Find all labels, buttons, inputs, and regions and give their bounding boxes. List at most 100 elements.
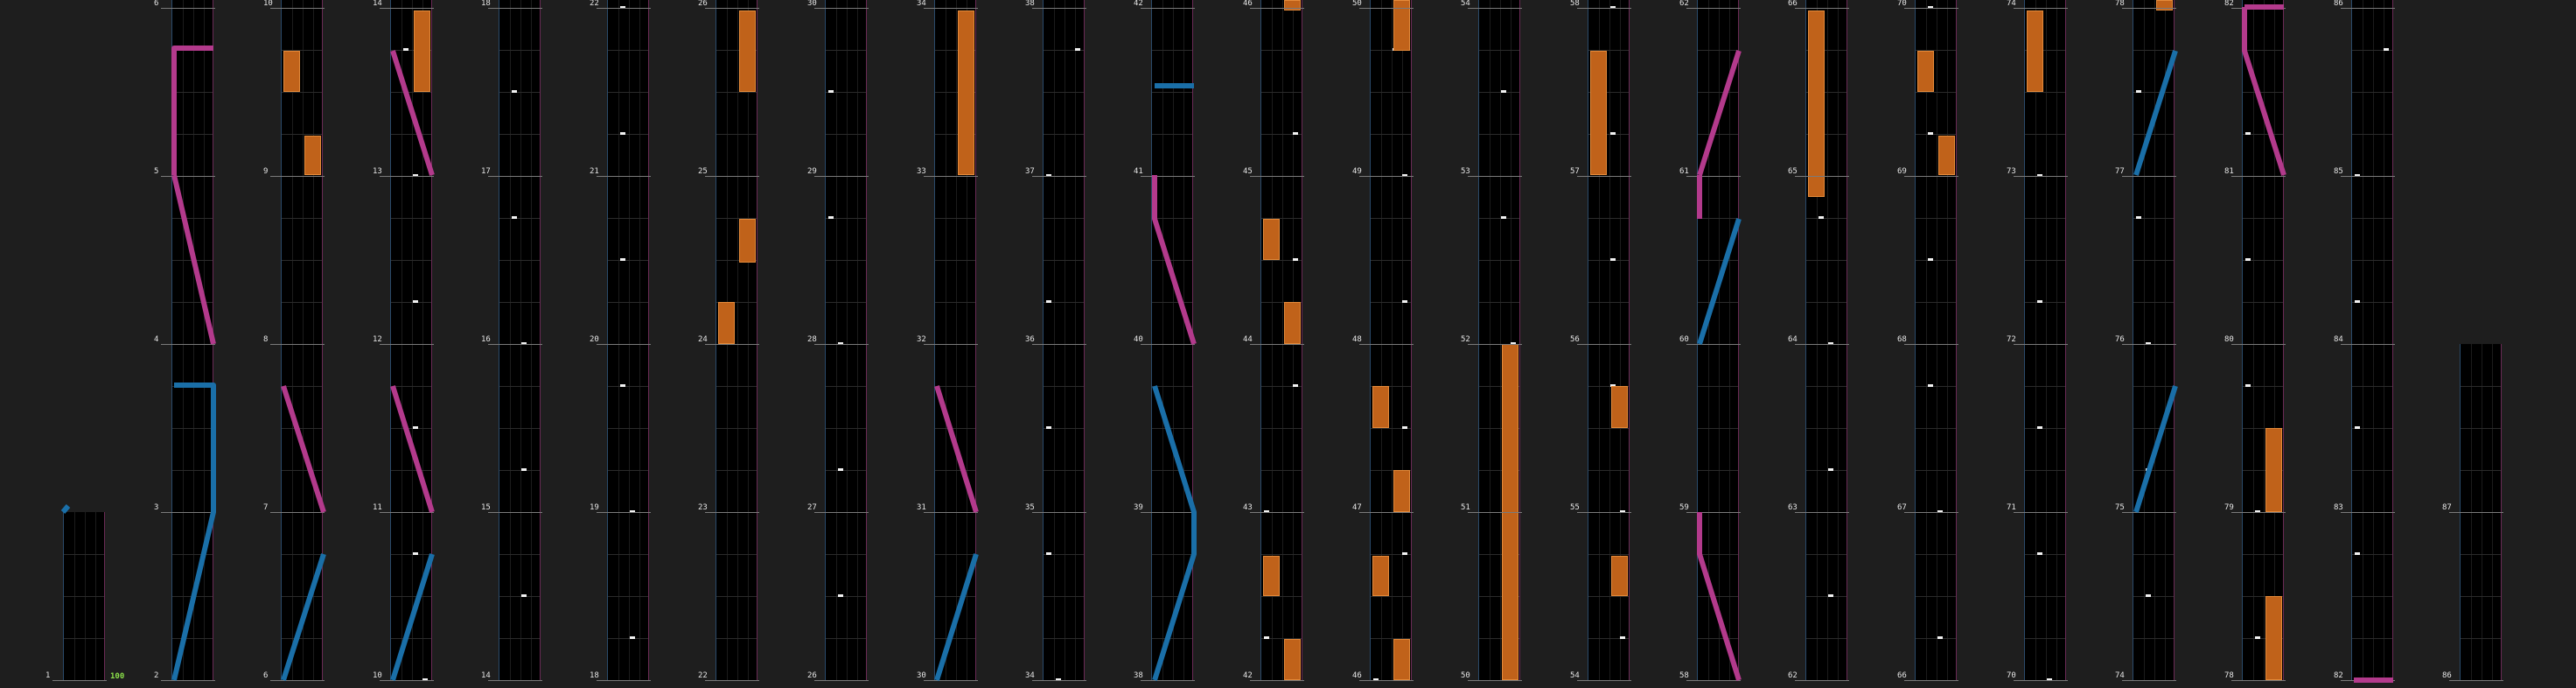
hold-note[interactable]: [1590, 51, 1607, 175]
tap-note[interactable]: [838, 342, 843, 345]
tap-note[interactable]: [1928, 132, 1933, 135]
slide-path-left[interactable]: [171, 383, 216, 681]
tap-note[interactable]: [512, 90, 517, 93]
hold-note[interactable]: [718, 302, 735, 344]
note-lane[interactable]: [1043, 0, 1085, 680]
note-lane[interactable]: [1915, 0, 1957, 680]
slide-path-right[interactable]: [390, 385, 435, 513]
slide-path-left[interactable]: [281, 553, 326, 681]
tap-note[interactable]: [2037, 552, 2042, 555]
note-lane[interactable]: [63, 512, 105, 680]
tap-note[interactable]: [2245, 258, 2251, 261]
hold-note[interactable]: [958, 11, 974, 175]
tap-note[interactable]: [1046, 174, 1051, 177]
tap-note[interactable]: [1828, 468, 1833, 471]
tap-note[interactable]: [1928, 6, 1933, 9]
tap-note[interactable]: [2037, 300, 2042, 303]
hold-note[interactable]: [2027, 11, 2043, 92]
slide-path-left[interactable]: [1697, 218, 1742, 345]
tap-note[interactable]: [1046, 300, 1051, 303]
tap-note[interactable]: [2255, 636, 2260, 639]
tap-note[interactable]: [620, 384, 625, 387]
tap-note[interactable]: [403, 48, 408, 51]
tap-note[interactable]: [1264, 510, 1269, 513]
tap-note[interactable]: [828, 216, 834, 219]
note-lane[interactable]: [825, 0, 867, 680]
tap-note[interactable]: [413, 426, 418, 429]
tap-note[interactable]: [512, 216, 517, 219]
hold-note[interactable]: [1372, 556, 1389, 596]
slide-path-right[interactable]: [1697, 50, 1742, 176]
note-lane[interactable]: [499, 0, 541, 680]
tap-note[interactable]: [1928, 384, 1933, 387]
hold-note[interactable]: [1611, 386, 1628, 428]
hold-note[interactable]: [1284, 302, 1301, 344]
slide-path-right[interactable]: [2242, 7, 2286, 176]
tap-note[interactable]: [1501, 90, 1506, 93]
hold-note[interactable]: [2265, 428, 2282, 512]
tap-note[interactable]: [1046, 552, 1051, 555]
slide-path-left[interactable]: [2133, 385, 2178, 513]
tap-note[interactable]: [1819, 216, 1824, 219]
note-lane[interactable]: [1588, 0, 1630, 680]
tap-note[interactable]: [1075, 48, 1080, 51]
tap-note[interactable]: [2355, 174, 2360, 177]
tap-note[interactable]: [413, 174, 418, 177]
tap-note[interactable]: [2255, 510, 2260, 513]
tap-note[interactable]: [2136, 216, 2141, 219]
slide-path-left[interactable]: [60, 504, 71, 514]
tap-note[interactable]: [1620, 636, 1625, 639]
tap-note[interactable]: [1373, 678, 1379, 680]
tap-note[interactable]: [1928, 258, 1933, 261]
note-lane[interactable]: [1260, 0, 1302, 680]
slide-path-right[interactable]: [390, 50, 435, 176]
note-lane[interactable]: [934, 0, 976, 680]
tap-note[interactable]: [1402, 552, 1407, 555]
tap-note[interactable]: [1264, 636, 1269, 639]
tap-note[interactable]: [1937, 636, 1943, 639]
tap-note[interactable]: [828, 90, 834, 93]
tap-note[interactable]: [1610, 258, 1616, 261]
tap-note[interactable]: [620, 6, 625, 9]
note-lane[interactable]: [2351, 0, 2393, 680]
tap-note[interactable]: [2355, 426, 2360, 429]
tap-note[interactable]: [2047, 678, 2052, 680]
note-lane[interactable]: [607, 0, 649, 680]
hold-note[interactable]: [1611, 556, 1628, 596]
tap-note[interactable]: [413, 300, 418, 303]
slide-path-right[interactable]: [1152, 175, 1197, 345]
tap-note[interactable]: [838, 594, 843, 597]
tap-note[interactable]: [2355, 552, 2360, 555]
tap-note[interactable]: [1511, 342, 1516, 345]
note-lane[interactable]: [1370, 0, 1412, 680]
tap-note[interactable]: [1293, 132, 1298, 135]
hold-note[interactable]: [739, 11, 756, 92]
hold-note[interactable]: [1938, 136, 1955, 175]
tap-note[interactable]: [630, 510, 635, 513]
tap-note[interactable]: [1828, 594, 1833, 597]
slide-path-left[interactable]: [934, 553, 979, 681]
slide-path-right[interactable]: [934, 385, 979, 513]
note-lane[interactable]: [1805, 0, 1847, 680]
tap-note[interactable]: [620, 132, 625, 135]
slide-path-right[interactable]: [171, 174, 216, 345]
note-lane[interactable]: [1478, 0, 1520, 680]
note-lane[interactable]: [2024, 0, 2066, 680]
hold-note[interactable]: [1263, 219, 1280, 260]
slide-path-left[interactable]: [390, 553, 435, 681]
slide-path-right[interactable]: [171, 46, 213, 175]
tap-note[interactable]: [2245, 132, 2251, 135]
tap-note[interactable]: [1610, 384, 1616, 387]
hold-note[interactable]: [1263, 556, 1280, 596]
tap-note[interactable]: [630, 636, 635, 639]
tap-note[interactable]: [521, 594, 527, 597]
tap-note[interactable]: [521, 468, 527, 471]
hold-note[interactable]: [1393, 0, 1410, 51]
hold-note[interactable]: [414, 11, 430, 92]
tap-note[interactable]: [1402, 174, 1407, 177]
slide-path-right[interactable]: [1697, 512, 1742, 681]
hold-note[interactable]: [739, 219, 756, 263]
hold-note[interactable]: [1284, 639, 1301, 680]
hold-note[interactable]: [1917, 51, 1934, 92]
tap-note[interactable]: [1828, 342, 1833, 345]
